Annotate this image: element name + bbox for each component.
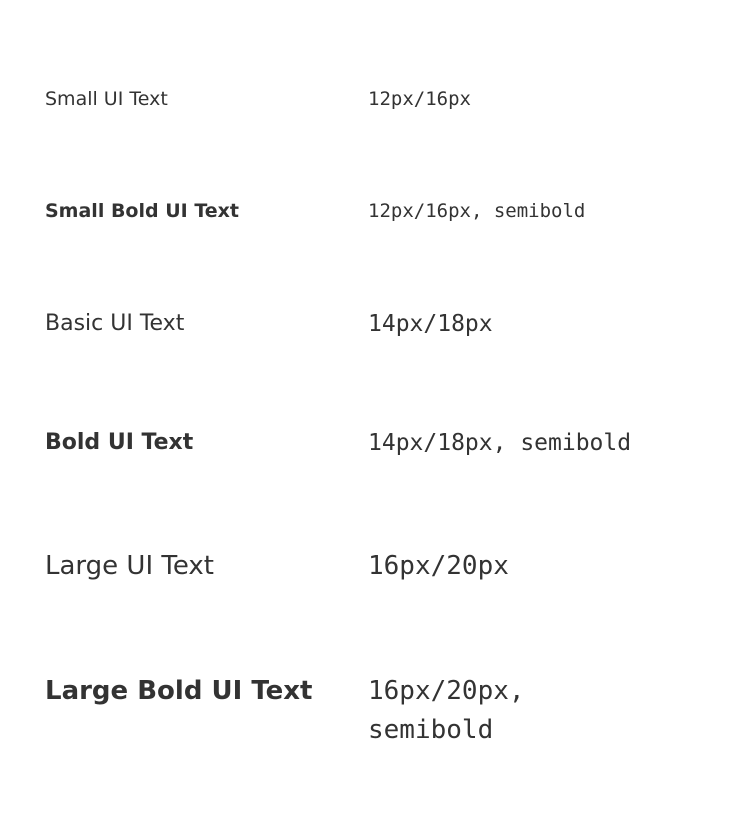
type-spec-large-bold: 16px/20px, semibold	[368, 676, 525, 745]
type-spec-small-bold: 12px/16px, semibold	[368, 200, 586, 222]
type-sample-bold: Bold UI Text	[45, 430, 194, 455]
type-spec-large: 16px/20px	[368, 551, 509, 581]
type-spec-basic: 14px/18px	[368, 311, 493, 337]
type-sample-basic: Basic UI Text	[45, 311, 185, 336]
type-sample-small: Small UI Text	[45, 88, 168, 110]
type-sample-large: Large UI Text	[45, 551, 214, 581]
type-sample-small-bold: Small Bold UI Text	[45, 200, 239, 222]
type-sample-large-bold: Large Bold UI Text	[45, 676, 313, 706]
type-spec-bold: 14px/18px, semibold	[368, 430, 632, 456]
type-spec-small: 12px/16px	[368, 88, 471, 110]
